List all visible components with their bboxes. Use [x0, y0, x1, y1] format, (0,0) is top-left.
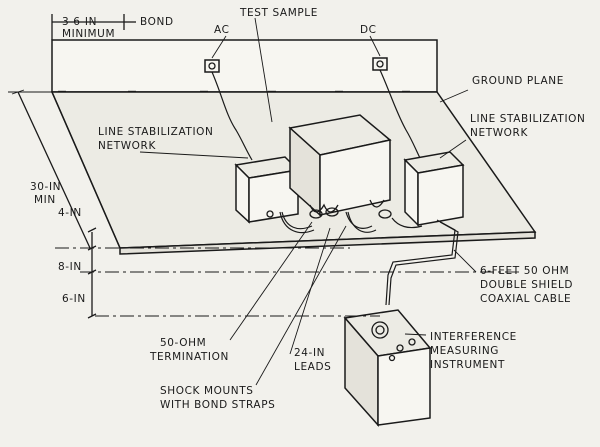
- lsn-left-box: [234, 156, 300, 224]
- callout-leaders: [139, 17, 477, 386]
- label-dim-36in-sub: MINIMUM: [62, 28, 115, 40]
- dc-outlet: [372, 57, 388, 71]
- label-dim-4in: 4-IN: [58, 207, 82, 219]
- ac-outlet: [204, 59, 220, 73]
- label-term-2: TERMINATION: [149, 351, 229, 363]
- label-coax-2: DOUBLE SHIELD: [480, 279, 573, 291]
- label-test-sample: TEST SAMPLE: [239, 7, 318, 19]
- ac-power-cord: [211, 71, 253, 161]
- dimension-30in: [8, 89, 91, 249]
- test-sample-box: [288, 114, 392, 217]
- label-imi-2: MEASURING: [430, 345, 499, 357]
- label-imi-3: INSTRUMENT: [430, 359, 505, 371]
- label-dim-36in: 3 6-IN: [62, 16, 97, 28]
- label-dim-6in: 6-IN: [62, 293, 86, 305]
- label-bond: BOND: [140, 16, 174, 28]
- dimension-extension-lines: [55, 227, 520, 319]
- coaxial-cable-shield: [388, 221, 459, 306]
- label-coax-1: 6-FEET 50 OHM: [480, 265, 569, 277]
- label-lsn-left-1: LINE STABILIZATION: [98, 126, 213, 138]
- label-leads-1: 24-IN: [294, 347, 325, 359]
- label-coax-3: COAXIAL CABLE: [480, 293, 571, 305]
- label-leads-2: LEADS: [294, 361, 331, 373]
- label-lsn-right-2: NETWORK: [470, 127, 528, 139]
- label-imi-1: INTERFERENCE: [430, 331, 517, 343]
- lsn-right-box: [403, 151, 465, 227]
- label-lsn-right-1: LINE STABILIZATION: [470, 113, 585, 125]
- label-dc: DC: [360, 24, 377, 36]
- label-term-1: 50-OHM: [160, 337, 206, 349]
- dc-power-cord: [379, 69, 421, 159]
- label-lsn-left-2: NETWORK: [98, 140, 156, 152]
- label-ground-plane: GROUND PLANE: [472, 75, 564, 87]
- label-shock-2: WITH BOND STRAPS: [160, 399, 275, 411]
- label-shock-1: SHOCK MOUNTS: [160, 385, 254, 397]
- dimension-36in: [51, 14, 136, 40]
- label-dim-8in: 8-IN: [58, 261, 82, 273]
- label-dim-30in-1: 30-IN: [30, 181, 61, 193]
- ground-plane-leader: [439, 89, 469, 103]
- interference-measuring-instrument: [343, 309, 432, 427]
- label-dim-30in-2: MIN: [34, 194, 56, 206]
- shock-mounts: [309, 199, 392, 219]
- label-ac: AC: [214, 24, 230, 36]
